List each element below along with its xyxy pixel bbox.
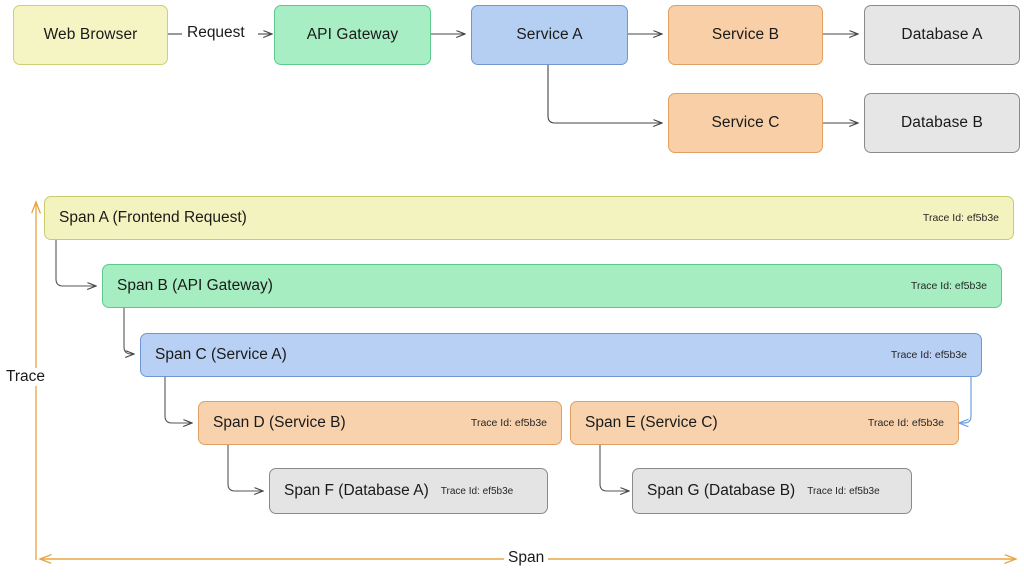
connector-span-a-to-span-b [55, 240, 96, 286]
span-g-trace-id: Trace Id: ef5b3e [807, 485, 880, 497]
span-c-trace-id: Trace Id: ef5b3e [890, 349, 967, 361]
span-d-label: Span D (Service B) [213, 414, 346, 431]
span-bar-span-f[interactable]: Span F (Database A) Trace Id: ef5b3e [269, 468, 548, 514]
connector-span-b-to-span-c [123, 308, 134, 354]
node-service-b[interactable]: Service B [668, 5, 823, 65]
span-bar-span-b[interactable]: Span B (API Gateway) Trace Id: ef5b3e [102, 264, 1002, 308]
span-f-trace-id: Trace Id: ef5b3e [440, 485, 514, 497]
span-d-trace-id: Trace Id: ef5b3e [470, 417, 547, 429]
node-web-browser[interactable]: Web Browser [13, 5, 168, 65]
span-e-label: Span E (Service C) [585, 414, 718, 431]
span-a-label: Span A (Frontend Request) [59, 209, 247, 226]
span-b-trace-id: Trace Id: ef5b3e [910, 280, 987, 292]
span-bar-span-e[interactable]: Span E (Service C) Trace Id: ef5b3e [570, 401, 959, 445]
node-database-a[interactable]: Database A [864, 5, 1020, 65]
span-a-trace-id: Trace Id: ef5b3e [922, 212, 999, 224]
connector-span-c-to-span-d [164, 375, 192, 423]
span-e-trace-id: Trace Id: ef5b3e [867, 417, 944, 429]
span-bar-span-c[interactable]: Span C (Service A) Trace Id: ef5b3e [140, 333, 982, 377]
edge-service-a-to-service-c [547, 65, 662, 123]
span-axis-label: Span [504, 549, 549, 567]
connector-span-e-to-span-g [599, 445, 629, 491]
edge-label-request: Request [183, 24, 249, 42]
span-bar-span-g[interactable]: Span G (Database B) Trace Id: ef5b3e [632, 468, 912, 514]
trace-axis-label: Trace [2, 368, 50, 386]
span-bar-span-a[interactable]: Span A (Frontend Request) Trace Id: ef5b… [44, 196, 1014, 240]
span-f-label: Span F (Database A) [284, 482, 429, 499]
node-database-b[interactable]: Database B [864, 93, 1020, 153]
connector-span-c-to-span-e [959, 375, 972, 423]
span-b-label: Span B (API Gateway) [117, 277, 273, 294]
node-api-gateway[interactable]: API Gateway [274, 5, 431, 65]
span-g-label: Span G (Database B) [647, 482, 796, 499]
connector-span-d-to-span-f [227, 445, 263, 491]
span-bar-span-d[interactable]: Span D (Service B) Trace Id: ef5b3e [198, 401, 562, 445]
span-c-label: Span C (Service A) [155, 346, 287, 363]
node-service-c[interactable]: Service C [668, 93, 823, 153]
node-service-a[interactable]: Service A [471, 5, 628, 65]
